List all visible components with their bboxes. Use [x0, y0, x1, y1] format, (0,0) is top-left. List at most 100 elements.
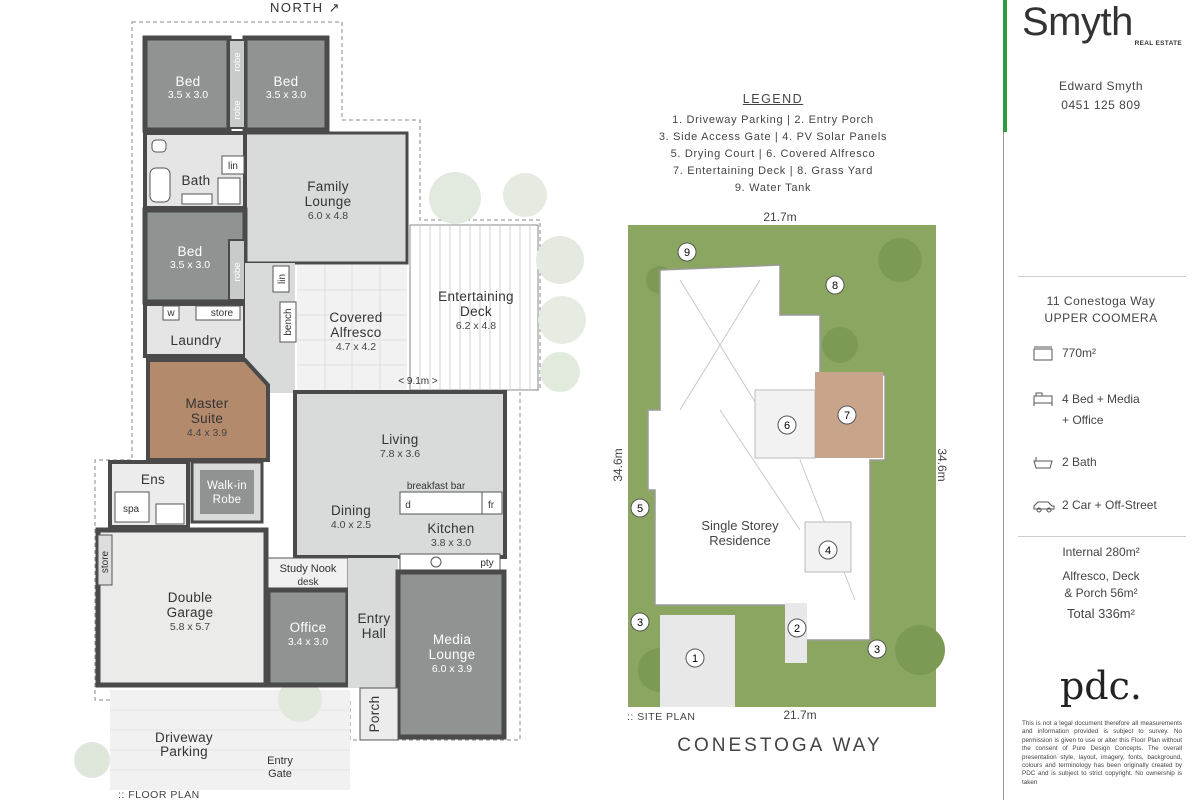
breakfast-bar-label: breakfast bar [407, 481, 466, 492]
office-name: Office [290, 620, 327, 635]
bed1-name: Bed [176, 74, 201, 89]
designer-logo: pdc. [1059, 664, 1142, 708]
bed-icon [1033, 392, 1053, 406]
deck-name2: Deck [460, 304, 492, 319]
feature-bath: 2 Bath [1030, 455, 1190, 471]
svg-text:2: 2 [794, 623, 800, 635]
svg-text:8: 8 [832, 280, 838, 292]
marker-1: 1 [685, 648, 705, 668]
agent-phone: 0451 125 809 [1061, 98, 1141, 112]
car-icon [1033, 501, 1055, 513]
alfresco-name1: Covered [329, 310, 382, 325]
legend: LEGEND 1. Driveway Parking | 2. Entry Po… [628, 92, 918, 197]
porch-room [359, 687, 399, 741]
site-right-depth: 34.6m [935, 448, 949, 481]
total-area: Total 336m² [1067, 606, 1135, 621]
disclaimer: This is not a legal document therefore a… [1022, 720, 1182, 786]
shrub [278, 678, 322, 722]
tree [429, 172, 481, 224]
entry-name2: Hall [362, 626, 386, 641]
legend-line: 7. Entertaining Deck | 8. Grass Yard [672, 165, 874, 177]
tree [538, 296, 586, 344]
linen-cupboard [221, 155, 245, 175]
entry-hall-room [348, 558, 398, 688]
garage-room [95, 527, 269, 688]
living-room [293, 390, 507, 559]
alfresco-dim: 4.7 x 4.2 [336, 341, 376, 353]
bed3-dim: 3.5 x 3.0 [170, 259, 210, 271]
master-name2: Suite [191, 411, 223, 426]
floor-plan: Bed 3.5 x 3.0 Bed 3.5 x 3.0 robe robe Ba… [74, 21, 586, 800]
svg-text:3: 3 [637, 617, 643, 629]
d-label: d [405, 500, 411, 511]
svg-text:3: 3 [874, 644, 880, 656]
svg-text:7: 7 [844, 410, 850, 422]
bench-label: bench [283, 308, 294, 335]
office-dim: 3.4 x 3.0 [288, 636, 328, 648]
feature-car: 2 Car + Off-Street [1030, 498, 1190, 514]
marker-7: 7 [837, 405, 857, 425]
residence-line2: Residence [709, 533, 770, 548]
divider-line [1018, 536, 1186, 537]
driveway-name1: Driveway [155, 730, 213, 745]
deck-dim: 6.2 x 4.8 [456, 320, 496, 332]
garage-dim: 5.8 x 5.7 [170, 621, 210, 633]
deck-room [409, 224, 539, 391]
marker-4: 4 [818, 540, 838, 560]
lin-label: lin [277, 274, 288, 284]
site-bottom-width: 21.7m [783, 708, 816, 722]
marker-3: 3 [867, 639, 887, 659]
media-name2: Lounge [429, 647, 476, 662]
bathtub-icon [1033, 457, 1053, 469]
site-top-width: 21.7m [763, 210, 796, 224]
porch-name: Porch [367, 696, 382, 733]
marker-6: 6 [777, 415, 797, 435]
svg-text:1: 1 [692, 653, 698, 665]
kitchen-name: Kitchen [427, 521, 474, 536]
gate-name1: Entry [267, 755, 293, 767]
master-suite-room [146, 358, 270, 462]
pty-label: pty [480, 558, 493, 569]
cooktop-icon [430, 556, 442, 568]
legend-line: 1. Driveway Parking | 2. Entry Porch [672, 114, 874, 126]
media-dim: 6.0 x 3.9 [432, 663, 472, 675]
store-box [195, 305, 241, 321]
study-name: Study Nook [280, 563, 337, 575]
bathtub-icon [149, 167, 171, 203]
entry-name1: Entry [357, 611, 390, 626]
alfresco-name2: Alfresco [330, 325, 381, 340]
span-label: < 9.1m > [398, 376, 438, 387]
w-label: w [166, 308, 175, 319]
svg-text:5: 5 [637, 503, 643, 515]
bed2-name: Bed [274, 74, 299, 89]
svg-text:6: 6 [784, 420, 790, 432]
laundry-name: Laundry [171, 333, 222, 348]
dining-dim: 4.0 x 2.5 [331, 519, 371, 531]
living-dim: 7.8 x 3.6 [380, 448, 420, 460]
robe-label: robe [232, 262, 243, 281]
feature-car-text: 2 Car + Off-Street [1062, 498, 1157, 512]
bed2-room [242, 35, 330, 133]
garage-name1: Double [168, 590, 213, 605]
bench-box [279, 301, 297, 343]
robe-top [228, 39, 246, 129]
robe-label: robe [232, 52, 243, 71]
svg-text:4: 4 [825, 545, 831, 557]
north-arrow-icon: ↗ [328, 0, 342, 15]
residence-line1: Single Storey [701, 518, 779, 533]
outdoor-area-line2: & Porch 56m² [1064, 586, 1138, 600]
accent-bar [1003, 0, 1007, 132]
north-label: NORTH ↗ [270, 0, 341, 16]
linen-hall [272, 265, 290, 293]
dining-name: Dining [331, 503, 371, 518]
bed1-room [142, 35, 232, 133]
legend-title: LEGEND [742, 92, 804, 106]
family-dim: 6.0 x 4.8 [308, 210, 348, 222]
land-size-icon [1033, 346, 1053, 361]
svg-text:9: 9 [684, 247, 690, 259]
walkin-name2: Robe [213, 494, 242, 506]
feature-beds: 4 Bed + Media + Office [1030, 391, 1190, 431]
agency-name: Smyth [1022, 0, 1133, 44]
tree [540, 352, 580, 392]
master-dim: 4.4 x 3.9 [187, 427, 227, 439]
